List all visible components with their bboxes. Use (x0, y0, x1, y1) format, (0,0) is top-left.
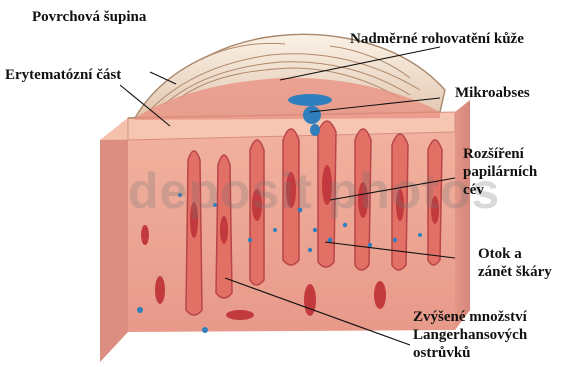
label-langerhans-line-2: Langerhansových (413, 326, 527, 344)
label-microabscess: Mikroabses (455, 84, 530, 102)
label-edema-inflammation: Otok a zánět škáry (478, 245, 552, 281)
label-langerhans-increase: Zvýšené množství Langerhansových ostrůvk… (413, 308, 527, 362)
label-langerhans-line-3: ostrůvků (413, 344, 527, 362)
label-hyperkeratosis: Nadměrné rohovatění kůže (350, 30, 524, 48)
label-edema-line-1: Otok a (478, 245, 552, 263)
label-capillary-dilation: Rozšíření papilárních cév (463, 145, 537, 199)
watermark: deposit photos (128, 163, 500, 219)
label-capillary-line-3: cév (463, 181, 537, 199)
label-capillary-line-2: papilárních (463, 163, 537, 181)
label-surface-scale: Povrchová šupina (32, 8, 146, 26)
label-capillary-line-1: Rozšíření (463, 145, 537, 163)
label-erythematous-part: Erytematózní část (5, 66, 121, 84)
dermis-side-face (100, 118, 128, 362)
label-edema-line-2: zánět škáry (478, 263, 552, 281)
label-langerhans-line-1: Zvýšené množství (413, 308, 527, 326)
